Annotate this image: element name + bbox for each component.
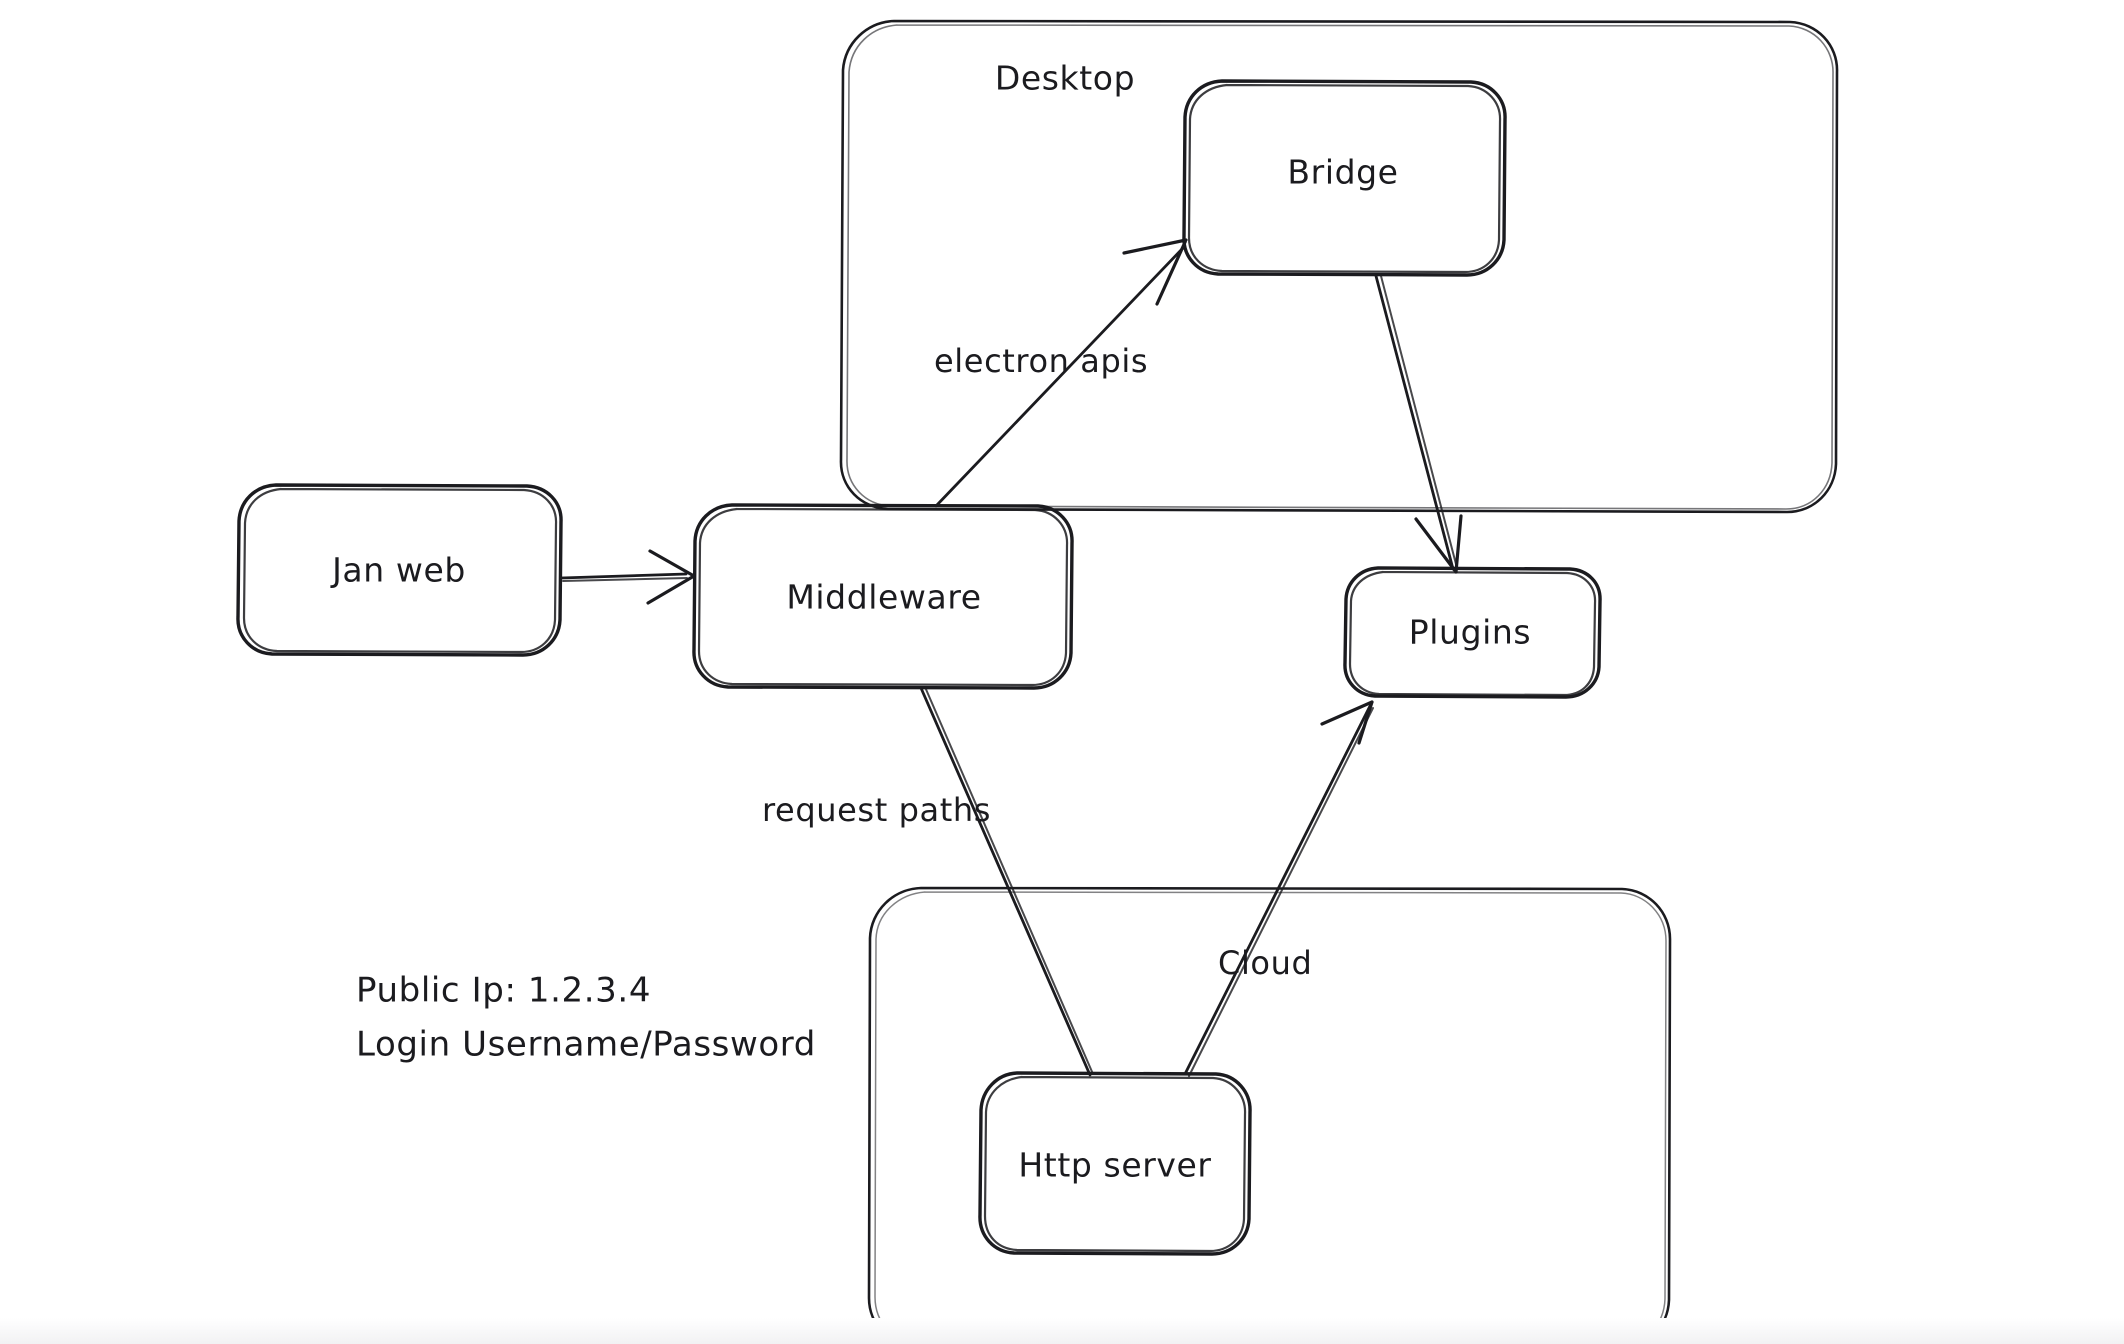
http-server-box-outline-echo bbox=[983, 1075, 1247, 1253]
edge-label-electron-apis: electron apis bbox=[934, 342, 1148, 380]
jan-web-label: Jan web bbox=[330, 551, 466, 590]
node-jan-web[interactable]: Jan web bbox=[236, 483, 563, 657]
bridge-box-outline-echo bbox=[1187, 83, 1502, 274]
bottom-edge-band bbox=[0, 1318, 2124, 1344]
edge-http-server-to-plugins[interactable] bbox=[1183, 700, 1374, 1077]
middleware-to-bridge-arrowhead bbox=[1122, 238, 1188, 306]
jan-web-to-middleware-line bbox=[559, 572, 688, 580]
bridge-to-plugins-line bbox=[1374, 274, 1455, 571]
bridge-label: Bridge bbox=[1287, 153, 1398, 192]
plugins-box-outline-echo bbox=[1348, 570, 1597, 697]
edge-bridge-to-plugins[interactable] bbox=[1374, 274, 1463, 574]
note-login: Login Username/Password bbox=[356, 1025, 816, 1065]
jan-web-to-middleware-line-echo bbox=[562, 577, 688, 582]
http-server-to-plugins-arrowhead bbox=[1320, 700, 1374, 745]
container-cloud[interactable] bbox=[867, 886, 1672, 1344]
http-server-to-plugins-line bbox=[1183, 704, 1372, 1076]
edge-middleware-to-bridge[interactable] bbox=[934, 238, 1188, 508]
http-server-box-outline bbox=[978, 1071, 1252, 1256]
jan-web-box-outline bbox=[236, 483, 563, 657]
bridge-to-plugins-line-echo bbox=[1380, 275, 1458, 569]
edge-middleware-to-http-server[interactable] bbox=[919, 686, 1094, 1077]
note-public-ip: Public Ip: 1.2.3.4 bbox=[356, 971, 651, 1011]
node-middleware[interactable]: Middleware bbox=[692, 503, 1074, 690]
desktop-container-outline-echo bbox=[846, 24, 1834, 510]
bridge-box-outline bbox=[1182, 79, 1507, 277]
container-label-desktop: Desktop bbox=[995, 59, 1135, 98]
plugins-label: Plugins bbox=[1409, 613, 1531, 652]
edge-label-cloud: Cloud bbox=[1218, 944, 1312, 982]
edge-jan-web-to-middleware[interactable] bbox=[559, 549, 696, 605]
jan-web-to-middleware-arrowhead bbox=[646, 549, 696, 605]
bridge-to-plugins-arrowhead bbox=[1414, 514, 1463, 574]
http-server-label: Http server bbox=[1018, 1146, 1211, 1185]
jan-web-box-outline-echo bbox=[242, 487, 558, 654]
cloud-container-outline-echo bbox=[874, 891, 1667, 1344]
middleware-label: Middleware bbox=[786, 578, 981, 617]
edge-label-request-paths: request paths bbox=[762, 791, 991, 829]
middleware-box-outline bbox=[692, 503, 1074, 690]
middleware-box-outline-echo bbox=[697, 507, 1069, 687]
desktop-container-outline bbox=[839, 19, 1839, 514]
cloud-container-outline bbox=[867, 886, 1672, 1344]
middleware-to-http-server-line-echo bbox=[924, 686, 1094, 1075]
plugins-box-outline bbox=[1343, 566, 1602, 699]
notes-block: Public Ip: 1.2.3.4 Login Username/Passwo… bbox=[356, 971, 816, 1065]
container-desktop[interactable] bbox=[839, 19, 1839, 514]
node-plugins[interactable]: Plugins bbox=[1343, 566, 1602, 699]
http-server-to-plugins-line-echo bbox=[1188, 707, 1374, 1077]
middleware-to-bridge-line bbox=[934, 246, 1185, 508]
node-http-server[interactable]: Http server bbox=[978, 1071, 1252, 1256]
node-bridge[interactable]: Bridge bbox=[1182, 79, 1507, 277]
middleware-to-http-server-line bbox=[919, 686, 1092, 1077]
